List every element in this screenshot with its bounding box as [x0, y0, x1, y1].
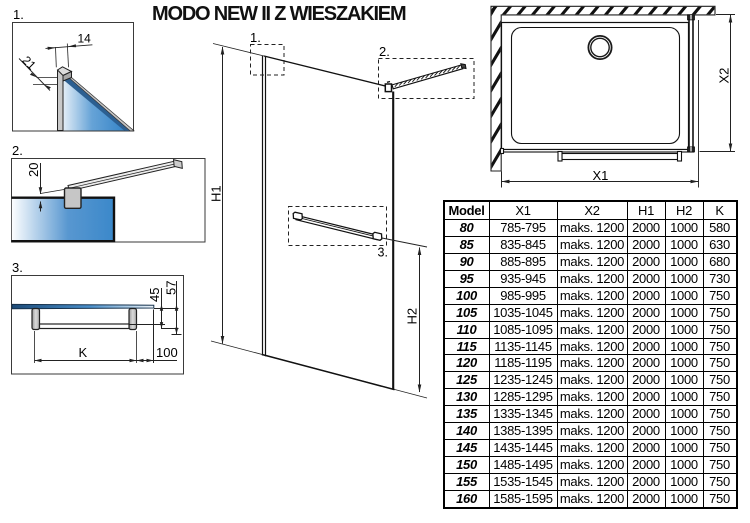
svg-text:14: 14 [78, 32, 92, 46]
svg-text:1.: 1. [250, 30, 261, 45]
svg-text:3.: 3. [12, 260, 23, 275]
svg-text:X2: X2 [717, 68, 732, 84]
svg-text:K: K [79, 345, 88, 360]
svg-text:2.: 2. [379, 44, 390, 59]
svg-text:H2: H2 [404, 308, 419, 325]
svg-text:100: 100 [156, 345, 178, 360]
svg-text:X1: X1 [593, 168, 609, 183]
svg-text:H1: H1 [209, 185, 224, 202]
svg-text:20: 20 [26, 163, 41, 177]
svg-text:1.: 1. [13, 7, 24, 22]
svg-text:3.: 3. [378, 246, 388, 260]
svg-text:21: 21 [19, 53, 39, 73]
svg-text:57: 57 [164, 281, 179, 295]
svg-text:45: 45 [147, 288, 162, 302]
svg-text:2.: 2. [12, 143, 23, 158]
